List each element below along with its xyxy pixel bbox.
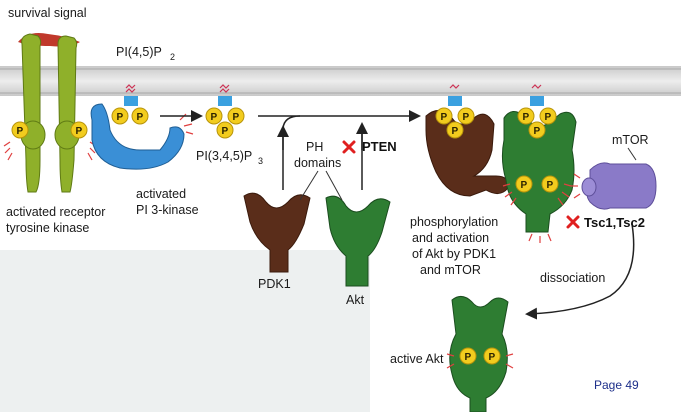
activation-rays-active-akt xyxy=(446,353,514,369)
active-akt-protein: P P xyxy=(449,296,509,412)
survival-signal-label: survival signal xyxy=(8,6,87,20)
svg-text:P: P xyxy=(117,112,124,123)
svg-text:P: P xyxy=(489,352,496,363)
svg-text:P: P xyxy=(545,112,552,123)
phosphorylation-label-1: phosphorylation xyxy=(410,215,498,229)
pip2-label: PI(4,5)P 2 xyxy=(116,45,175,62)
ph-domains-label-2: domains xyxy=(294,156,341,170)
tsc-label: Tsc1,Tsc2 xyxy=(584,215,645,230)
svg-text:2: 2 xyxy=(170,52,175,62)
akt-at-membrane: P P P P P xyxy=(501,84,577,233)
active-akt-label: active Akt xyxy=(390,352,444,366)
activation-rays-pi3k xyxy=(179,113,194,135)
pip2-lipid: P P xyxy=(111,84,149,125)
pi3k-label-1: activated xyxy=(136,187,186,201)
tsc-inhibition-x-icon xyxy=(566,215,580,229)
pdk1-at-membrane: P P P xyxy=(425,84,509,197)
pdk1-protein xyxy=(243,192,311,273)
phosphorylation-label-3: of Akt by PDK1 xyxy=(412,247,496,261)
akt-label: Akt xyxy=(346,293,365,307)
pi3-kinase xyxy=(90,103,185,170)
activation-rays-akt xyxy=(502,183,572,243)
cell-membrane xyxy=(0,66,681,96)
svg-text:P: P xyxy=(523,112,530,123)
pten-inhibition-x-icon xyxy=(342,140,356,154)
activated-receptor-label-1: activated receptor xyxy=(6,205,105,219)
pi3k-label-2: PI 3-kinase xyxy=(136,203,199,217)
activated-receptor-label-2: tyrosine kinase xyxy=(6,221,89,235)
svg-text:P: P xyxy=(222,126,229,137)
svg-text:P: P xyxy=(452,126,459,137)
pip3-lipid: P P P xyxy=(205,84,245,139)
pdk1-label: PDK1 xyxy=(258,277,291,291)
ph-pointer-pdk1 xyxy=(299,170,319,201)
ph-pointer-akt xyxy=(325,170,343,201)
svg-text:PI(4,5)P: PI(4,5)P xyxy=(116,45,162,59)
background-texture xyxy=(0,250,370,412)
dissociation-arrow xyxy=(525,223,635,320)
receptor-tyrosine-kinase xyxy=(20,33,80,193)
recruitment-arrows xyxy=(258,110,421,190)
svg-text:P: P xyxy=(521,180,528,191)
svg-text:3: 3 xyxy=(258,156,263,166)
dissociation-label: dissociation xyxy=(540,271,605,285)
phosphorylation-label-2: and activation xyxy=(412,231,489,245)
svg-text:P: P xyxy=(547,180,554,191)
receptor-phosphate-right: P xyxy=(70,121,88,139)
page-number: Page 49 xyxy=(594,378,639,392)
svg-text:P: P xyxy=(76,126,83,137)
ph-domains-label-1: PH xyxy=(306,140,323,154)
activation-rays-receptor xyxy=(3,141,97,161)
svg-text:PI(3,4,5)P: PI(3,4,5)P xyxy=(196,149,252,163)
activation-rays-mtor xyxy=(571,173,581,199)
svg-text:P: P xyxy=(233,112,240,123)
svg-text:P: P xyxy=(17,126,24,137)
mtor-label: mTOR xyxy=(612,133,649,147)
mtor-protein xyxy=(581,162,657,210)
svg-text:P: P xyxy=(534,126,541,137)
pip3-label: PI(3,4,5)P 3 xyxy=(196,149,263,166)
receptor-phosphate-left: P xyxy=(11,121,29,139)
svg-text:P: P xyxy=(441,112,448,123)
svg-text:P: P xyxy=(211,112,218,123)
svg-text:P: P xyxy=(137,112,144,123)
phosphorylation-label-4: and mTOR xyxy=(420,263,481,277)
svg-text:P: P xyxy=(463,112,470,123)
akt-protein xyxy=(325,195,391,287)
svg-text:P: P xyxy=(465,352,472,363)
mtor-pointer xyxy=(627,147,637,161)
pten-label: PTEN xyxy=(362,139,397,154)
